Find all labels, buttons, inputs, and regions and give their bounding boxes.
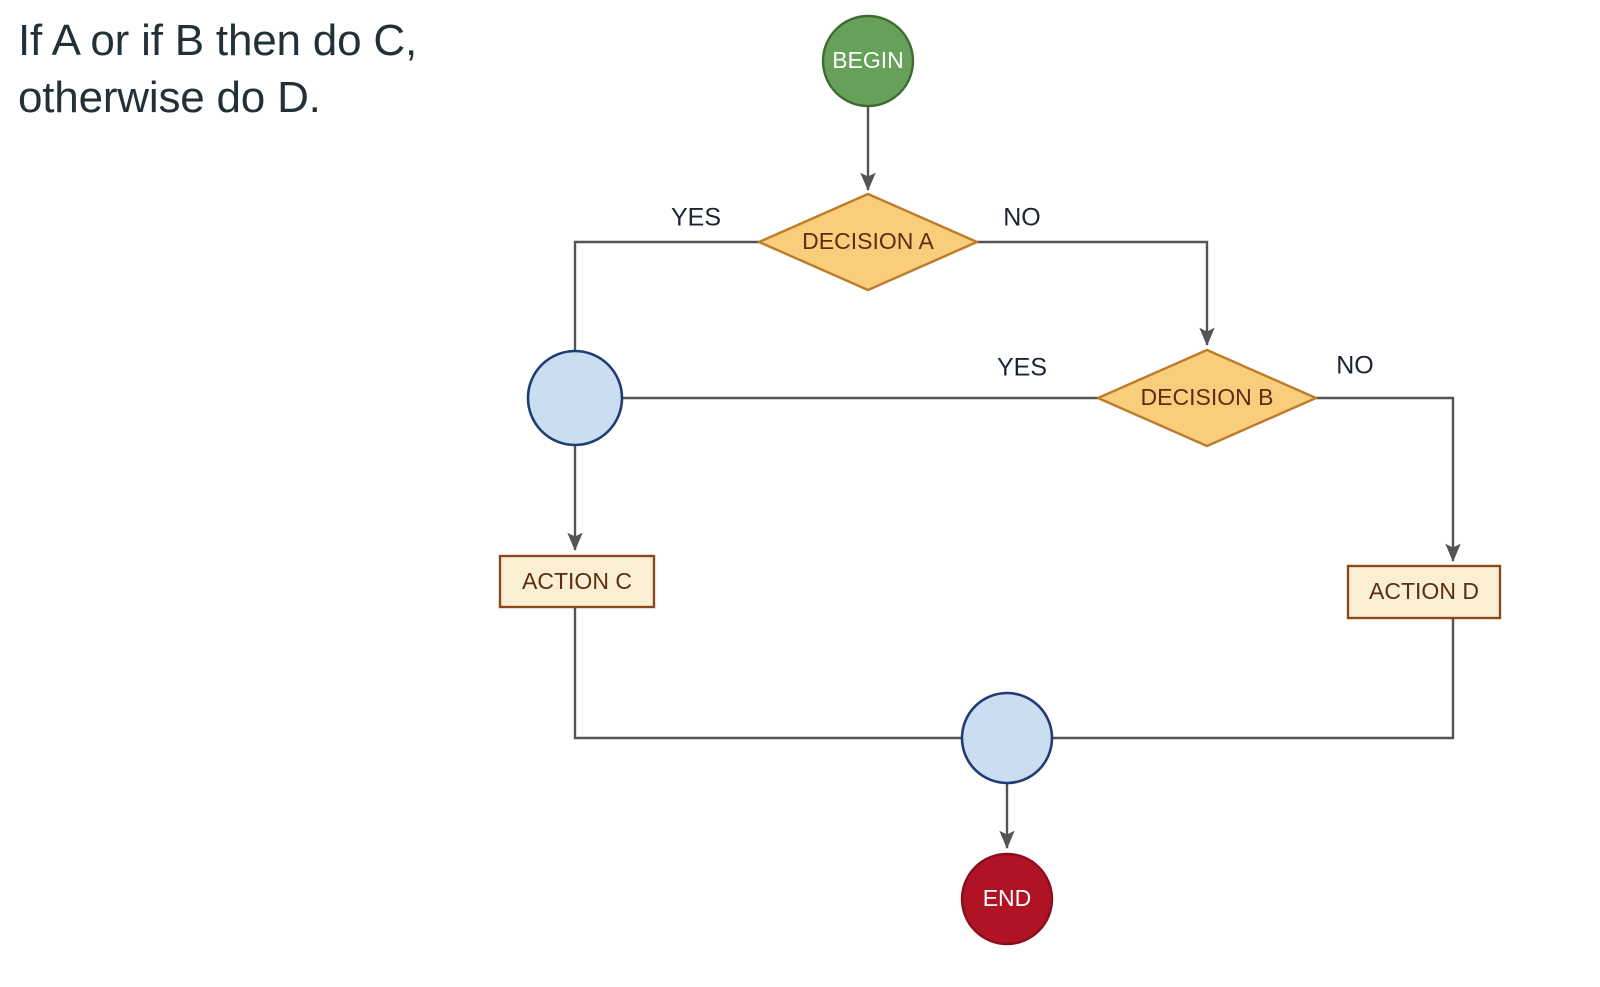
node-merge-bottom[interactable] — [960, 691, 1054, 785]
end-label: END — [983, 885, 1032, 911]
merge-bottom-circle[interactable] — [960, 691, 1054, 785]
connector-layer — [567, 106, 1461, 849]
edge-decision-a-no-to-decision-b — [977, 240, 1215, 346]
node-merge-top[interactable] — [526, 349, 624, 447]
node-decision-b[interactable]: DECISION B — [1096, 348, 1318, 448]
action-c-rect[interactable] — [498, 554, 656, 609]
begin-label: BEGIN — [832, 47, 904, 73]
end-circle[interactable] — [960, 852, 1054, 946]
node-begin[interactable]: BEGIN — [821, 14, 915, 108]
action-d-rect[interactable] — [1346, 564, 1502, 620]
page-title: If A or if B then do C, otherwise do D. — [18, 16, 417, 123]
node-decision-a[interactable]: DECISION A — [757, 192, 979, 292]
edge-label-decision-a-no: NO — [1003, 204, 1041, 232]
merge-top-circle[interactable] — [526, 349, 624, 447]
edge-action-d-to-merge-bottom — [1052, 618, 1455, 740]
edge-label-decision-b-no: NO — [1336, 352, 1374, 380]
decision-b-label: DECISION B — [1141, 384, 1274, 410]
edge-label-decision-a-yes: YES — [671, 204, 721, 232]
decision-a-diamond[interactable] — [757, 192, 979, 292]
action-d-label: ACTION D — [1369, 578, 1479, 604]
edge-decision-b-no-to-action-d — [1316, 396, 1461, 562]
node-action-d[interactable]: ACTION D — [1346, 564, 1502, 620]
edge-label-decision-b-yes: YES — [997, 354, 1047, 382]
action-c-label: ACTION C — [522, 568, 632, 594]
edge-action-c-to-merge-bottom — [573, 607, 962, 740]
begin-circle[interactable] — [821, 14, 915, 108]
decision-b-diamond[interactable] — [1096, 348, 1318, 448]
decision-a-label: DECISION A — [802, 228, 934, 254]
edge-label-layer: YES NO YES NO — [671, 204, 1374, 382]
node-action-c[interactable]: ACTION C — [498, 554, 656, 609]
node-end[interactable]: END — [960, 852, 1054, 946]
node-layer: BEGIN DECISION A DECISION B ACTION C — [498, 14, 1502, 946]
edge-decision-a-yes-to-merge-top — [573, 240, 759, 351]
